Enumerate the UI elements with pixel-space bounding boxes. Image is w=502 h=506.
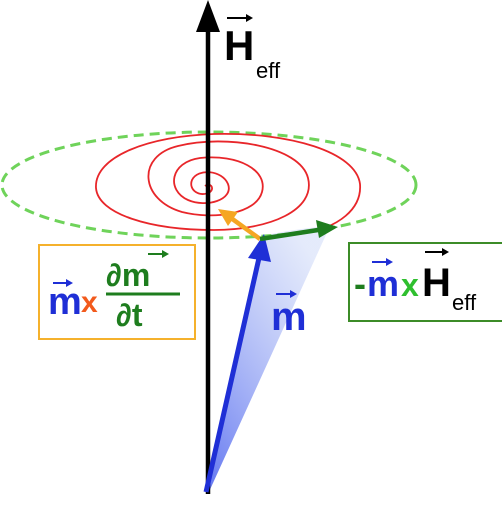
damping-partial-top: ∂m [106, 257, 150, 293]
m-label-symbol: m [271, 295, 307, 339]
damping-arrow-head [218, 209, 238, 226]
precession-h-overarrow-head [442, 248, 449, 256]
damping-m-overarrow-head [66, 279, 73, 287]
m-label-overarrow-head [290, 290, 297, 298]
precession-arrow-line [259, 227, 319, 242]
m-vector-line [203, 257, 262, 493]
heff-label-overarrow-head [246, 14, 253, 22]
m-label: m [271, 290, 307, 339]
heff-label: H eff [224, 14, 281, 83]
precession-cross: x [401, 267, 419, 303]
precession-h: H [422, 261, 451, 305]
precession-term-box: - m x H eff [348, 242, 502, 322]
damping-arrow-line [229, 216, 262, 241]
damping-cross: x [81, 286, 98, 319]
precession-orbit-ellipse [0, 130, 418, 240]
precession-m-overarrow-head [386, 258, 393, 266]
m-vector-arrowhead [248, 234, 271, 262]
damping-term-box: m x ∂m ∂t [38, 244, 196, 340]
precession-arrow-head [316, 220, 338, 238]
damping-partial-bottom: ∂t [116, 297, 143, 333]
damping-m: m [48, 281, 82, 323]
precession-h-subscript: eff [452, 290, 477, 315]
heff-label-symbol: H [224, 22, 254, 69]
heff-axis-arrowhead [196, 0, 220, 32]
damping-spiral [95, 133, 361, 235]
precession-cone [208, 226, 330, 494]
damping-partial-top-overarrow-head [162, 250, 169, 258]
heff-label-subscript: eff [256, 58, 281, 83]
precession-m: m [367, 263, 399, 304]
precession-sign: - [354, 263, 366, 304]
